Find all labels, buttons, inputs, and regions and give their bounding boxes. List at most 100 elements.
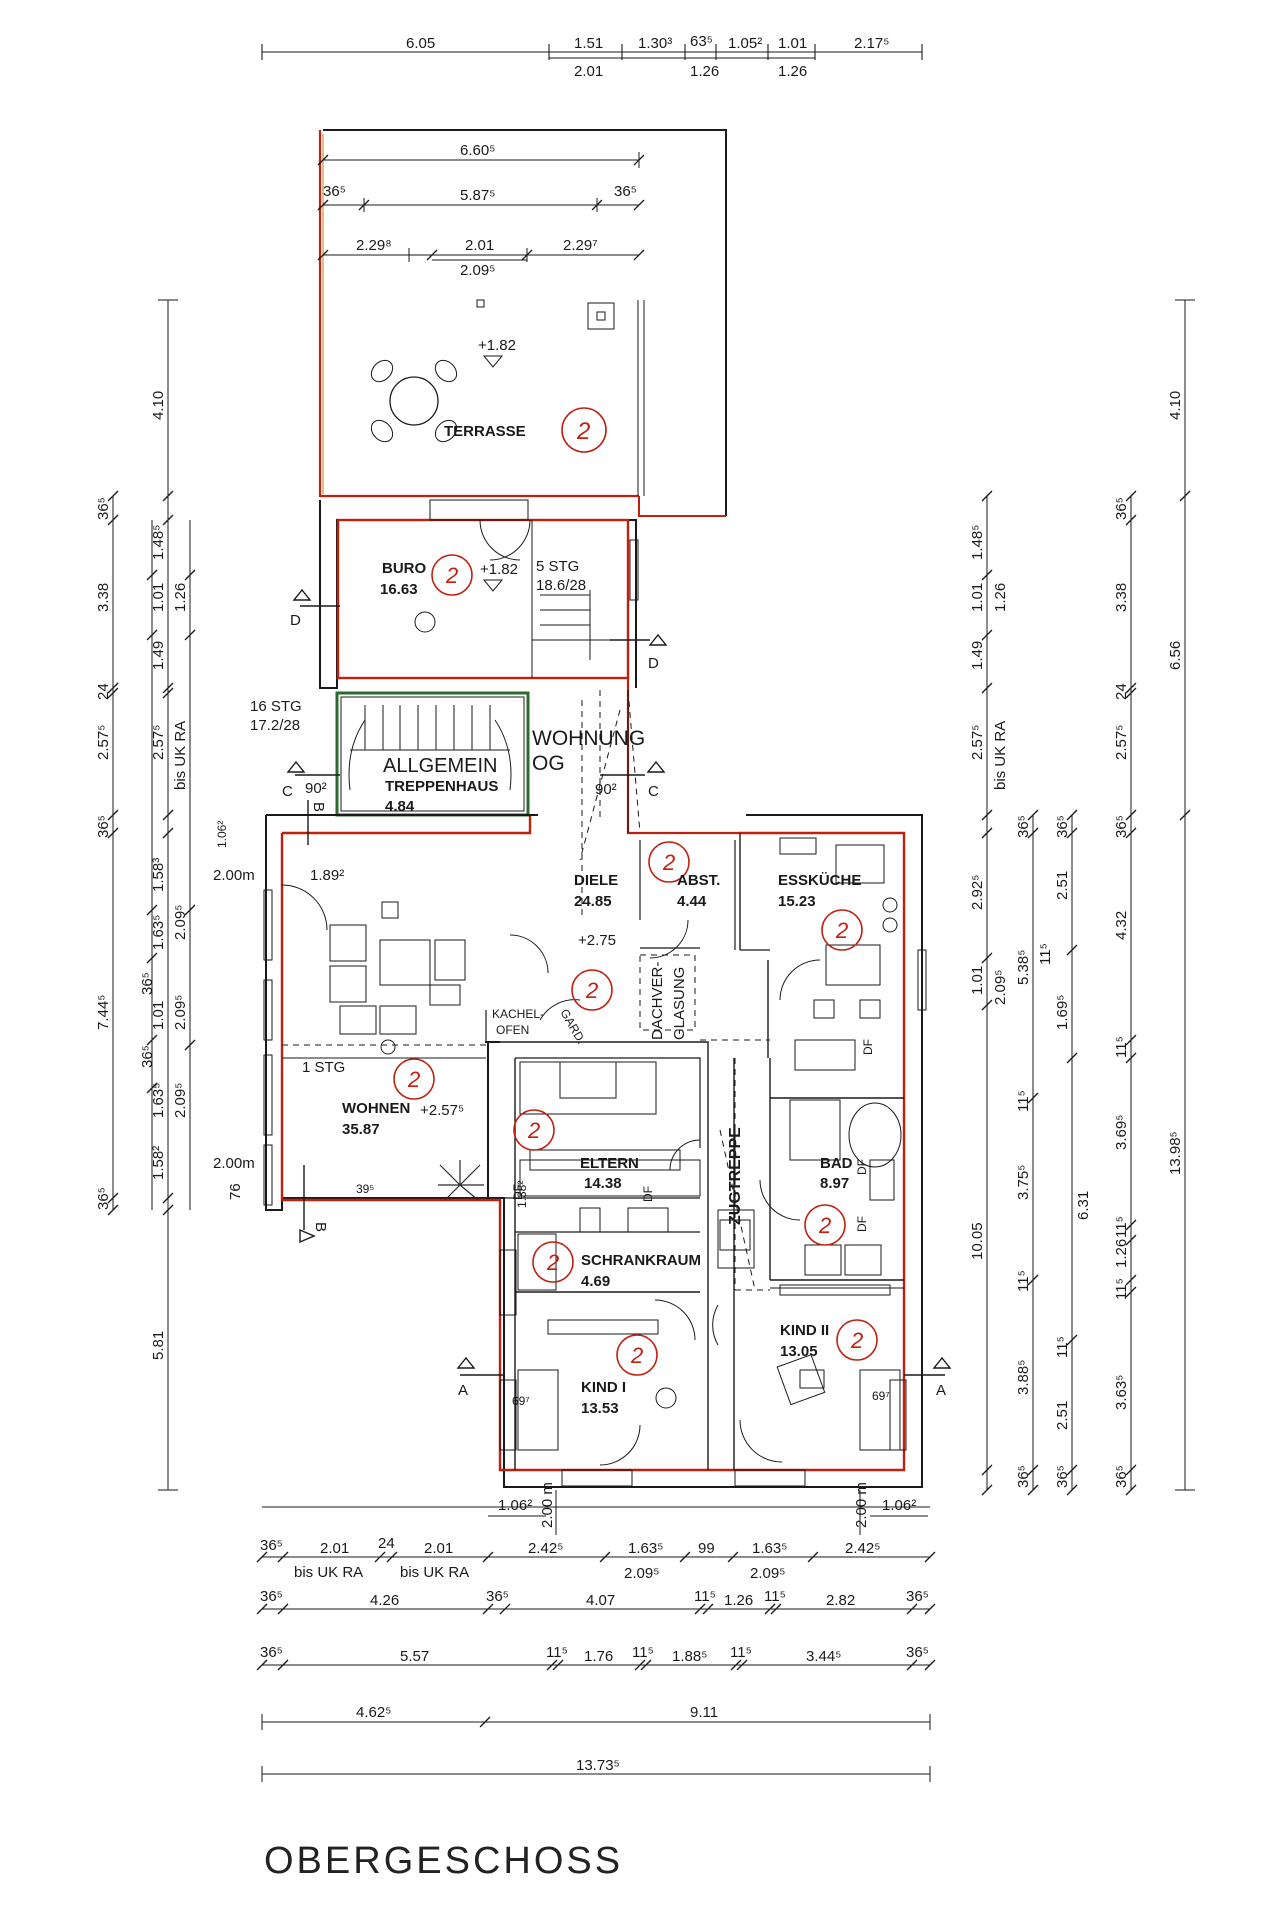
- terrace-level: +1.82: [478, 337, 516, 354]
- zugtreppe-label: ZUGTREPPE: [727, 1127, 744, 1225]
- misc-dim-1: 90²: [595, 781, 617, 798]
- inner-dim-2: 2.00m: [213, 867, 255, 884]
- kind1-area: 13.53: [581, 1400, 619, 1417]
- misc-dim-3: 69⁷: [872, 1389, 890, 1403]
- eltern-label: ELTERN: [580, 1155, 639, 1172]
- inner-dim-5: 2.00m: [213, 1155, 255, 1172]
- left-dim-8: 24: [95, 683, 112, 700]
- right-dim-1: 1.48⁵: [969, 525, 986, 560]
- right-dim-25: 6.31: [1075, 1191, 1092, 1220]
- kind2-label: KIND II: [780, 1322, 829, 1339]
- left-dim-13: 1.58³: [150, 858, 167, 892]
- left-dim-18: 1.01: [150, 1001, 167, 1030]
- svg-text:2: 2: [546, 1250, 559, 1275]
- right-dim-38: 3.63⁵: [1113, 1375, 1130, 1410]
- left-dim-1: 4.10: [150, 391, 167, 420]
- top-sub-2: 1.26: [690, 63, 719, 80]
- right-dim-22: 36⁵: [1015, 1465, 1032, 1488]
- top-sub-1: 2.01: [574, 63, 603, 80]
- bottom-r1sub-4: 2.09⁵: [750, 1565, 785, 1582]
- top-sub-3: 1.26: [778, 63, 807, 80]
- svg-text:2: 2: [850, 1328, 863, 1353]
- top-dim-4: 63⁵: [690, 33, 713, 50]
- bottom-r3-6: 1.88⁵: [672, 1648, 707, 1665]
- kind2-area: 13.05: [780, 1343, 818, 1360]
- left-dim-21: 1.63⁵: [150, 1083, 167, 1118]
- section-markers: [286, 588, 952, 1376]
- terrace-dim-4: 36⁵: [614, 183, 637, 200]
- unit-markers: [393, 554, 878, 1376]
- right-dim-21: 11⁵: [1054, 1336, 1071, 1358]
- top-dim-6: 1.01: [778, 35, 807, 52]
- section-d-left: D: [290, 612, 301, 629]
- left-dim-6: 1.26: [172, 583, 189, 612]
- treppenhaus-label-1: ALLGEMEIN: [383, 755, 497, 777]
- terrace-circle-num: 2: [576, 418, 590, 445]
- left-dim-20: 36⁵: [139, 1045, 156, 1068]
- right-dimensions: [986, 299, 1195, 1491]
- kachelofen-label-2: OFEN: [496, 1023, 529, 1037]
- svg-text:2: 2: [527, 1118, 540, 1143]
- abst-label: ABST.: [677, 872, 720, 889]
- wohnen-label: WOHNEN: [342, 1100, 410, 1117]
- terrace-dim-8: 2.09⁵: [460, 262, 495, 279]
- svg-text:2: 2: [407, 1067, 420, 1092]
- inner-dim-1: 1.06²: [215, 821, 229, 848]
- bottom-r5-1: 13.73⁵: [576, 1757, 620, 1774]
- right-dim-36: 1.26: [1113, 1239, 1130, 1268]
- right-dim-39: 36⁵: [1113, 1465, 1130, 1488]
- treppenhaus-area: 4.84: [385, 798, 415, 815]
- bottom-r3-9: 36⁵: [906, 1644, 929, 1661]
- svg-text:2: 2: [818, 1213, 831, 1238]
- top-dim-1: 6.05: [406, 35, 435, 52]
- doors: [281, 519, 821, 1466]
- bottom-r3-8: 3.44⁵: [806, 1648, 841, 1665]
- right-dim-33: 11⁵: [1113, 1036, 1130, 1058]
- bottom-r1-6: 1.63⁵: [628, 1540, 663, 1557]
- treppenhaus-label-2: TREPPENHAUS: [385, 778, 498, 795]
- right-dim-12: 36⁵: [1054, 815, 1071, 838]
- right-dim-23: 2.51: [1054, 1401, 1071, 1430]
- right-dim-2: 1.01: [969, 583, 986, 612]
- right-dim-17: 3.75⁵: [1015, 1165, 1032, 1200]
- bottom-r1-8: 1.63⁵: [752, 1540, 787, 1557]
- left-dim-10: 2.57⁵: [150, 725, 167, 760]
- section-a-left: A: [458, 1382, 468, 1399]
- schrankraum-label: SCHRANKRAUM: [581, 1252, 701, 1269]
- buro-level: +1.82: [480, 561, 518, 578]
- bottom-r1-9: 2.42⁵: [845, 1540, 880, 1557]
- right-dim-13: 2.51: [1054, 871, 1071, 900]
- bottom-r4-2: 9.11: [690, 1704, 718, 1721]
- right-dim-28: 3.38: [1113, 583, 1130, 612]
- left-dim-14: 1.63⁵: [150, 915, 167, 950]
- esskueche-area: 15.23: [778, 893, 816, 910]
- diele-level: +2.75: [578, 932, 616, 949]
- right-dim-26: 13.98⁵: [1167, 1131, 1184, 1175]
- left-dim-3: 1.48⁵: [150, 525, 167, 560]
- svg-text:2: 2: [630, 1343, 643, 1368]
- misc-dim-5: 2.00 m: [539, 1482, 556, 1528]
- bottom-r1sub-3: 2.09⁵: [624, 1565, 659, 1582]
- right-dim-34: 3.69⁵: [1113, 1115, 1130, 1150]
- misc-dim-6: 2.00 m: [853, 1482, 870, 1528]
- terrace-dim-1: 6.60⁵: [460, 142, 495, 159]
- right-dim-30: 2.57⁵: [1113, 725, 1130, 760]
- terrace-label: TERRASSE: [444, 423, 526, 440]
- left-dim-12: 36⁵: [95, 815, 112, 838]
- right-dim-16: 11⁵: [1015, 1090, 1032, 1112]
- section-b-bottom: B: [312, 1222, 329, 1232]
- left-dim-11: bis UK RA: [172, 721, 189, 790]
- df-label-4: DF: [855, 1159, 869, 1175]
- df-label-3: DF: [861, 1039, 875, 1055]
- bottom-r3-5: 11⁵: [632, 1644, 654, 1661]
- section-d-right: D: [648, 655, 659, 672]
- bottom-r1sub-2: bis UK RA: [400, 1564, 469, 1581]
- right-dim-6: bis UK RA: [992, 721, 1009, 790]
- terrace-dim-3: 5.87⁵: [460, 187, 495, 204]
- bad-label: BAD: [820, 1155, 853, 1172]
- left-dim-5: 1.01: [150, 583, 167, 612]
- top-dim-2: 1.51: [574, 35, 603, 52]
- stair-top-ratio: 18.6/28: [536, 577, 586, 594]
- bottom-r1-7: 99: [698, 1540, 715, 1557]
- left-dim-16: 7.44⁵: [95, 995, 112, 1030]
